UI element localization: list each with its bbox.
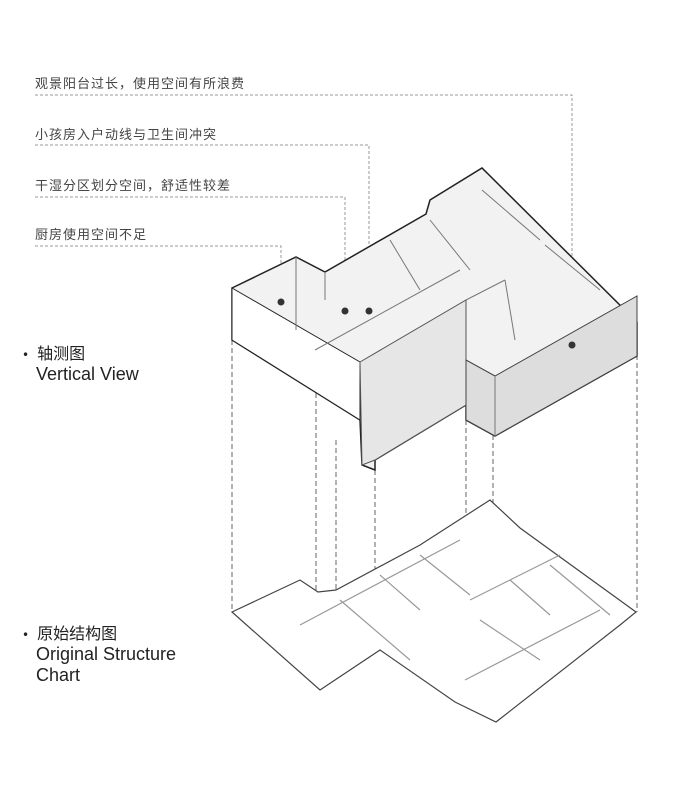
annotation-kids-room: 小孩房入户动线与卫生间冲突 (35, 128, 218, 143)
label-vertical-view: 轴测图 Vertical View (22, 340, 139, 385)
label-cn: 轴测图 (22, 340, 139, 364)
label-original-structure: 原始结构图 Original Structure Chart (22, 620, 176, 686)
label-en: Vertical View (36, 364, 139, 384)
annotation-kitchen: 厨房使用空间不足 (35, 228, 148, 243)
original-structure-plan (230, 499, 637, 723)
annotation-wet-dry: 干湿分区划分空间，舒适性较差 (35, 179, 232, 194)
label-en-1: Original Structure (36, 644, 177, 664)
label-en-2: Chart (36, 665, 81, 685)
annotation-balcony: 观景阳台过长，使用空间有所浪费 (35, 77, 246, 92)
label-cn: 原始结构图 (22, 620, 176, 644)
vertical-view-model (231, 167, 638, 472)
